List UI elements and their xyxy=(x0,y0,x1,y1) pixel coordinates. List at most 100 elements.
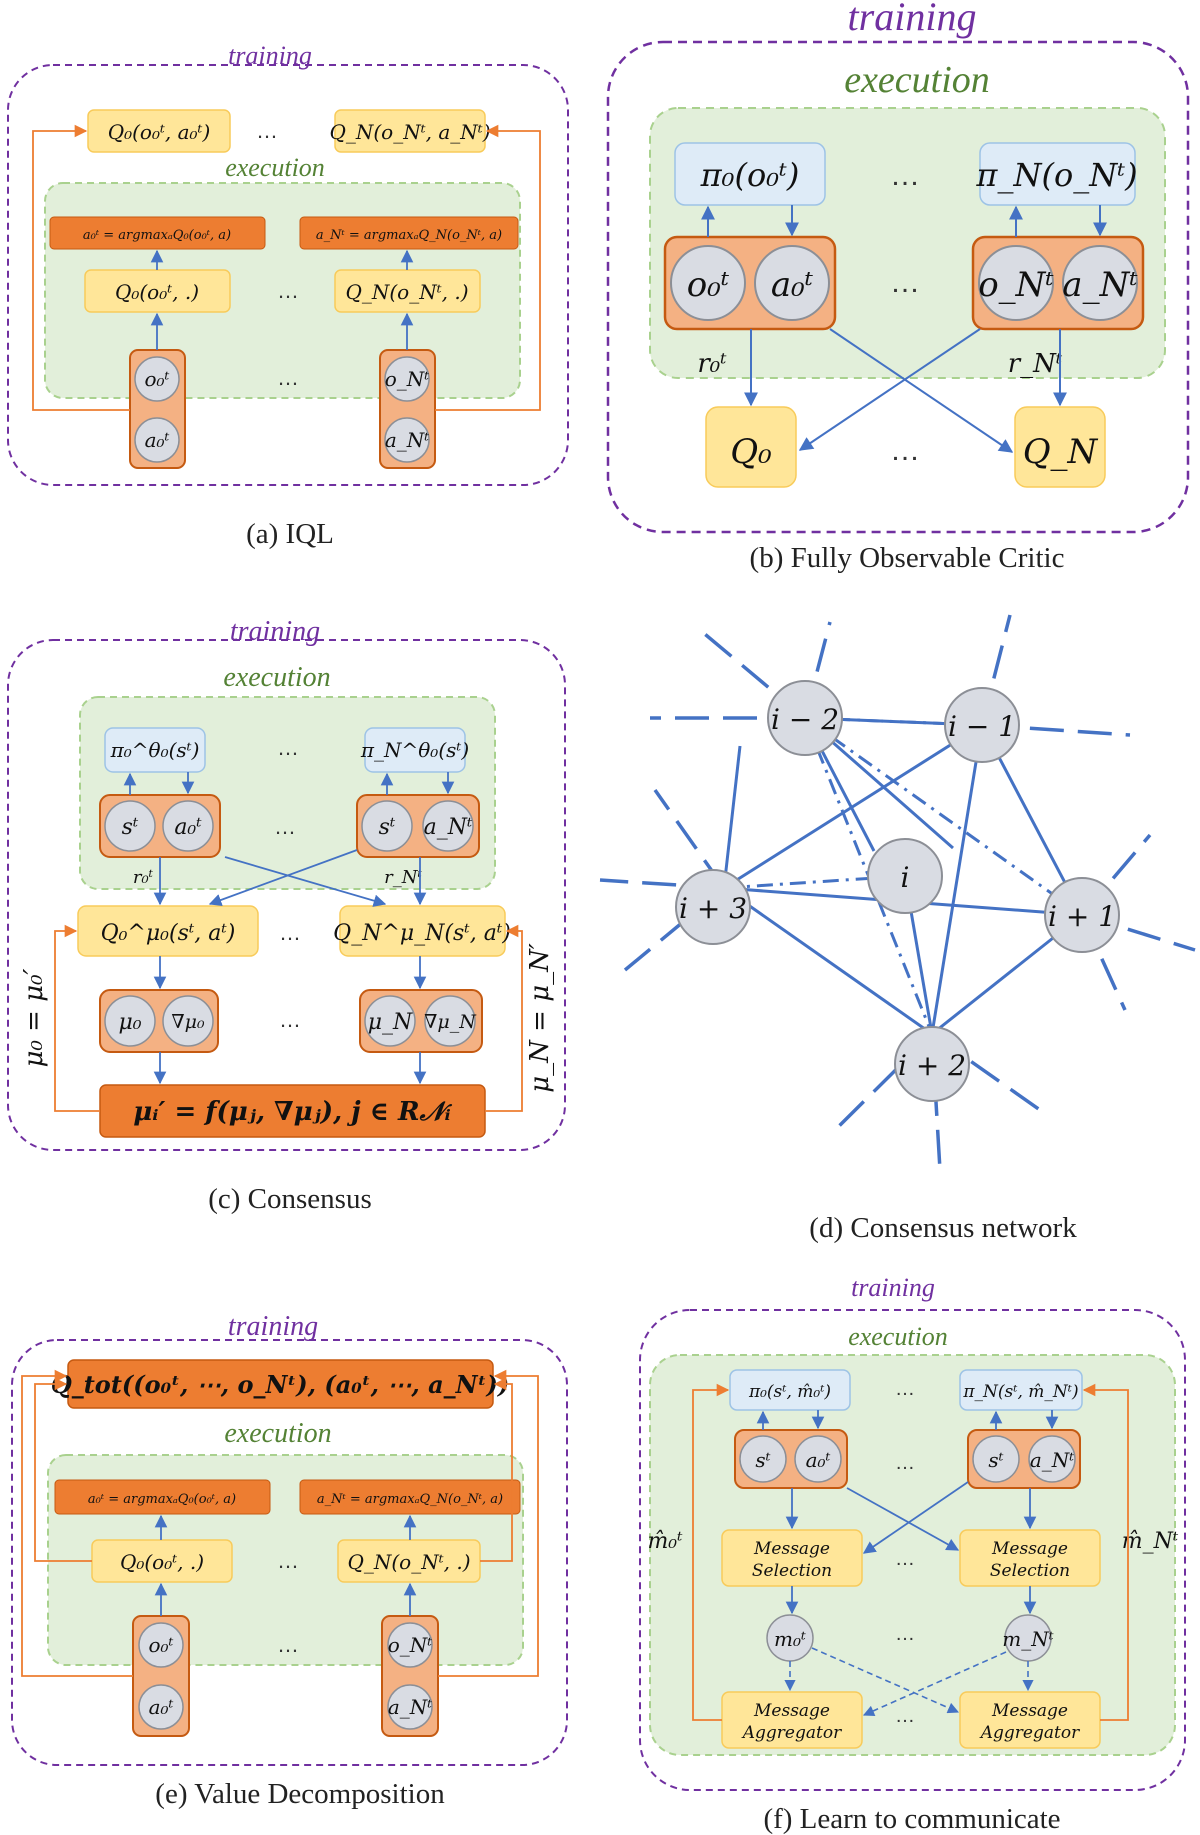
an-node: a_Nᵗ xyxy=(385,428,429,452)
s-node: sᵗ xyxy=(379,815,396,840)
svg-text:…: … xyxy=(277,735,299,760)
svg-text:…: … xyxy=(890,159,920,192)
msg-selection-0-line1: Message xyxy=(753,1539,830,1559)
mhatn-label: m̂_Nᵗ xyxy=(1122,1529,1179,1554)
svg-text:…: … xyxy=(279,1007,301,1032)
qn-full-box: Q_N(o_Nᵗ, a_Nᵗ) xyxy=(329,120,490,144)
caption-b: (b) Fully Observable Critic xyxy=(750,542,1065,574)
msg-selection-n-line2: Selection xyxy=(990,1561,1070,1581)
panel-a-iql: training execution Q₀(o₀ᵗ, a₀ᵗ) … Q_N(o_… xyxy=(7,41,569,550)
caption-d: (d) Consensus network xyxy=(809,1212,1077,1244)
execution-label: execution xyxy=(224,1418,331,1449)
svg-text:…: … xyxy=(895,1378,915,1400)
s-node: sᵗ xyxy=(755,1448,770,1472)
svg-text:…: … xyxy=(895,1548,915,1570)
caption-f: (f) Learn to communicate xyxy=(763,1803,1060,1835)
node-i-plus-3: i + 3 xyxy=(679,892,747,925)
network-nodes: i − 2 i − 1 i i + 3 i + 1 i + 2 xyxy=(675,680,1120,1102)
svg-text:…: … xyxy=(277,278,299,303)
training-label: training xyxy=(228,41,312,70)
svg-text:…: … xyxy=(890,266,920,299)
o0-node: o₀ᵗ xyxy=(149,1633,174,1657)
pi0-box: π₀(o₀ᵗ) xyxy=(700,156,800,194)
svg-text:…: … xyxy=(277,1548,299,1573)
a0-node: a₀ᵗ xyxy=(806,1448,831,1472)
qtot-box: Q_tot((o₀ᵗ, ⋯, o_Nᵗ), (a₀ᵗ, ⋯, a_Nᵗ)) xyxy=(51,1370,509,1399)
s-node: sᵗ xyxy=(122,815,139,840)
q0-box: Q₀ xyxy=(730,432,772,472)
q0-partial-box: Q₀(o₀ᵗ, .) xyxy=(115,280,199,304)
msg-aggregator-n-line2: Aggregator xyxy=(979,1723,1080,1743)
an-node: a_Nᵗ xyxy=(424,815,473,840)
execution-label: execution xyxy=(225,153,325,182)
panel-c-consensus: training execution π₀^θ₀(sᵗ) … π_N^θ₀(sᵗ… xyxy=(7,616,566,1215)
a0-node: a₀ᵗ xyxy=(145,428,170,452)
pi0-box: π₀(sᵗ, m̂₀ᵗ) xyxy=(748,1382,831,1402)
panel-f-communicate: training execution π₀(sᵗ, m̂₀ᵗ) … π_N(sᵗ… xyxy=(639,1273,1186,1835)
r0-label: r₀ᵗ xyxy=(133,867,154,888)
execution-label: execution xyxy=(844,59,990,101)
an-argmax-box: a_Nᵗ = argmaxₐQ_N(o_Nᵗ, a) xyxy=(317,1492,503,1507)
svg-text:…: … xyxy=(277,365,299,390)
svg-text:…: … xyxy=(890,434,920,467)
a0-node: a₀ᵗ xyxy=(149,1695,174,1719)
rn-label: r_Nᵗ xyxy=(1008,349,1063,379)
o0-node: o₀ᵗ xyxy=(687,265,730,305)
svg-text:…: … xyxy=(256,118,278,143)
execution-label: execution xyxy=(848,1322,948,1351)
training-label: training xyxy=(230,616,320,647)
node-i: i xyxy=(901,861,910,894)
q0-box: Q₀^μ₀(sᵗ, aᵗ) xyxy=(101,921,236,946)
on-node: o_Nᵗ xyxy=(385,367,430,391)
a0-argmax-box: a₀ᵗ = argmaxₐQ₀(o₀ᵗ, a) xyxy=(83,228,231,243)
right-equation: μ_N = μ_N′ xyxy=(525,943,555,1093)
msg-aggregator-0-line2: Aggregator xyxy=(741,1723,842,1743)
caption-c: (c) Consensus xyxy=(208,1183,372,1215)
svg-text:…: … xyxy=(895,1623,915,1645)
m0-node: m₀ᵗ xyxy=(774,1627,806,1651)
r0-label: r₀ᵗ xyxy=(697,349,727,379)
node-i-plus-2: i + 2 xyxy=(898,1049,966,1082)
an-node: a_Nᵗ xyxy=(1062,265,1138,305)
rn-label: r_Nᵗ xyxy=(384,867,422,888)
an-node: a_Nᵗ xyxy=(1030,1448,1074,1472)
svg-text:…: … xyxy=(895,1452,915,1474)
pin-box: π_N(o_Nᵗ) xyxy=(975,156,1137,194)
consensus-update-box: μᵢ′ = f(μⱼ, ∇μⱼ), j ∈ R𝒩ᵢ xyxy=(133,1097,452,1127)
a0-argmax-box: a₀ᵗ = argmaxₐQ₀(o₀ᵗ, a) xyxy=(88,1492,236,1507)
svg-text:…: … xyxy=(274,814,296,839)
an-node: a_Nᵗ xyxy=(388,1695,432,1719)
panel-e-value-decomposition: training Q_tot((o₀ᵗ, ⋯, o_Nᵗ), (a₀ᵗ, ⋯, … xyxy=(11,1311,568,1810)
training-label: training xyxy=(851,1273,935,1302)
msg-selection-n-line1: Message xyxy=(991,1539,1068,1559)
pi0-box: π₀^θ₀(sᵗ) xyxy=(110,738,200,762)
qn-box: Q_N^μ_N(sᵗ, aᵗ) xyxy=(333,921,511,946)
grad-mu0-node: ∇μ₀ xyxy=(171,1011,205,1033)
a0-node: a₀ᵗ xyxy=(771,265,814,305)
qn-box: Q_N xyxy=(1023,432,1099,472)
q0-full-box: Q₀(o₀ᵗ, a₀ᵗ) xyxy=(108,120,211,144)
pin-box: π_N^θ₀(sᵗ) xyxy=(360,738,469,762)
training-label: training xyxy=(848,0,977,39)
a0-node: a₀ᵗ xyxy=(174,815,202,840)
qn-partial-box: Q_N(o_Nᵗ, .) xyxy=(347,1550,470,1574)
on-node: o_Nᵗ xyxy=(388,1633,433,1657)
mu0-node: μ₀ xyxy=(118,1010,141,1035)
caption-e: (e) Value Decomposition xyxy=(155,1778,445,1810)
panel-b-critic: training execution π₀(o₀ᵗ) π_N(o_Nᵗ) … o… xyxy=(606,0,1190,574)
svg-text:…: … xyxy=(277,1632,299,1657)
mhat0-label: m̂₀ᵗ xyxy=(647,1529,683,1554)
mun-node: μ_N xyxy=(368,1010,413,1035)
o0-node: o₀ᵗ xyxy=(145,367,170,391)
mn-node: m_Nᵗ xyxy=(1002,1627,1053,1651)
panel-d-network: i − 2 i − 1 i i + 3 i + 1 i + 2 (d) Cons… xyxy=(599,614,1196,1244)
on-node: o_Nᵗ xyxy=(978,265,1054,305)
pin-box: π_N(sᵗ, m̂_Nᵗ) xyxy=(962,1382,1078,1402)
an-argmax-box: a_Nᵗ = argmaxₐQ_N(o_Nᵗ, a) xyxy=(316,228,502,243)
msg-selection-0-line2: Selection xyxy=(752,1561,832,1581)
node-i-plus-1: i + 1 xyxy=(1048,900,1116,933)
caption-a: (a) IQL xyxy=(246,518,334,550)
node-i-minus-1: i − 1 xyxy=(948,710,1016,743)
node-i-minus-2: i − 2 xyxy=(771,703,839,736)
qn-partial-box: Q_N(o_Nᵗ, .) xyxy=(345,280,468,304)
